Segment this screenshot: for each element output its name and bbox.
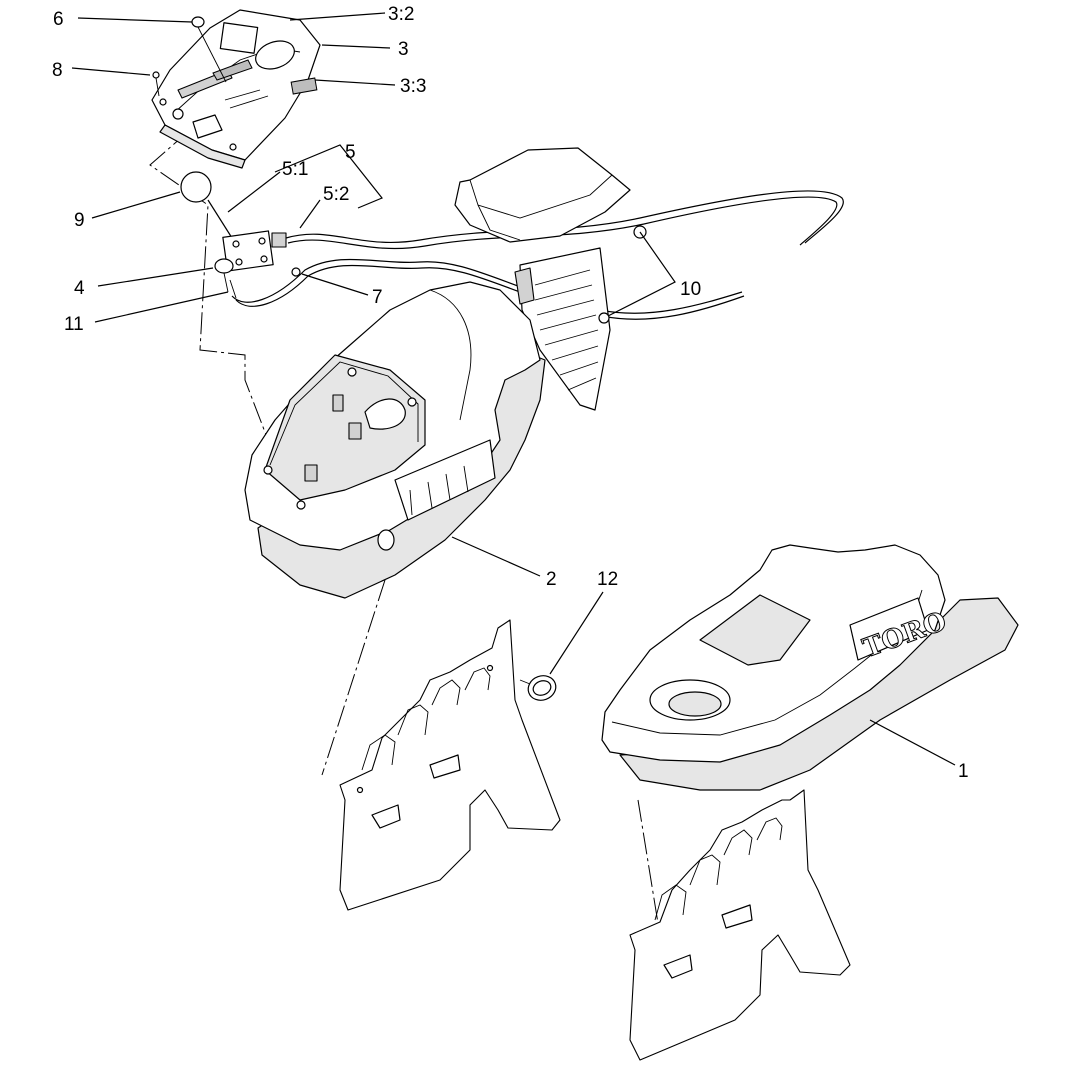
callout-3-2: 3:2	[388, 4, 414, 25]
knob-part-6	[191, 16, 205, 28]
mounting-bracket	[454, 147, 647, 411]
callout-5-1: 5:1	[282, 159, 308, 180]
callout-1: 1	[958, 761, 969, 782]
callout-3: 3	[398, 39, 409, 60]
knob-part-4	[214, 258, 234, 274]
callout-labels: 6 8 3:2 3 3:3 5 5:1 5:2 9 4 11 7 10 2 12…	[52, 4, 969, 782]
panel-plate-left	[339, 619, 561, 911]
screw-part-8	[152, 71, 160, 97]
callout-10: 10	[680, 279, 701, 300]
callout-3-3: 3:3	[400, 76, 426, 97]
console-pod-part-1: TORO	[601, 544, 1019, 791]
callout-2: 2	[546, 569, 557, 590]
callout-7: 7	[372, 287, 383, 308]
clamp-part-12	[519, 675, 557, 701]
callout-9: 9	[74, 210, 85, 231]
callout-5-2: 5:2	[323, 184, 349, 205]
housing-part-2	[244, 281, 546, 599]
callout-4: 4	[74, 278, 85, 299]
assembly-lines	[149, 129, 669, 986]
leader-lines	[71, 12, 956, 766]
callout-8: 8	[52, 60, 63, 81]
callout-6: 6	[53, 9, 64, 30]
control-assembly-part-5	[207, 190, 844, 320]
callout-12: 12	[597, 569, 618, 590]
callout-5: 5	[345, 142, 356, 163]
callout-11: 11	[64, 314, 84, 335]
console-cover-part-3	[151, 9, 321, 169]
panel-plate-right	[629, 789, 851, 1061]
ball-knob-part-9	[180, 171, 212, 203]
